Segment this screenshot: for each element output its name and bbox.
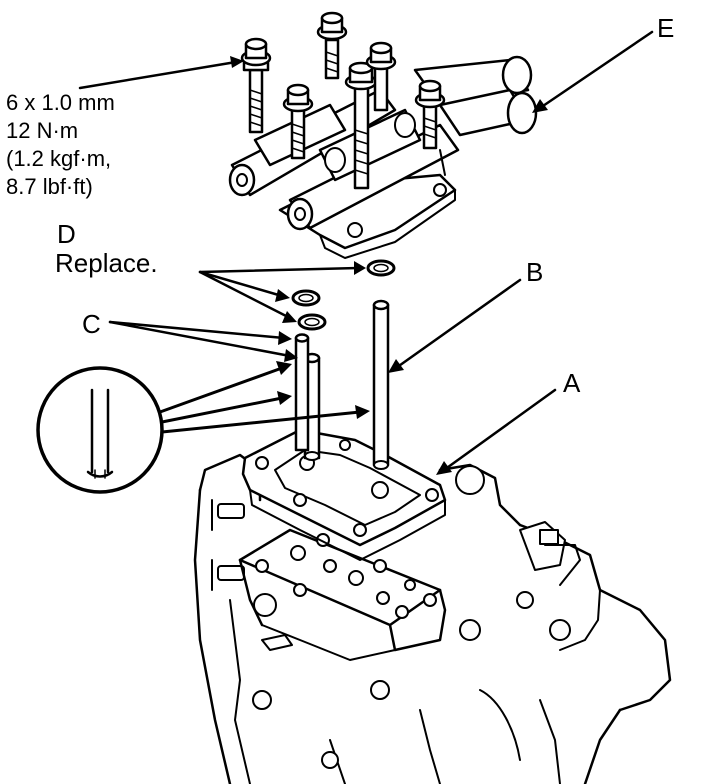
gasket-A — [241, 428, 447, 561]
label-C: C — [82, 309, 101, 339]
bolt-3 — [282, 83, 314, 160]
torque-spec-line3: (1.2 kgf·m, — [6, 146, 111, 171]
leader-lines — [78, 30, 654, 475]
bolt-4 — [344, 61, 378, 190]
shift-solenoid-assembly-E — [228, 55, 538, 259]
torque-spec-line2: 12 N·m — [6, 118, 78, 143]
bolt-5 — [365, 41, 397, 112]
transmission-housing — [193, 453, 672, 784]
label-B: B — [526, 257, 543, 287]
bolt-6 — [414, 79, 446, 150]
o-rings-D — [291, 259, 396, 331]
valve-body-plate — [238, 528, 447, 661]
pipe-end-detail-view — [36, 366, 164, 494]
bolt-1 — [240, 37, 272, 134]
label-A: A — [563, 368, 581, 398]
label-replace: Replace. — [55, 248, 158, 278]
label-E: E — [657, 13, 674, 43]
torque-spec-line4: 8.7 lbf·ft) — [6, 174, 93, 199]
torque-spec-line1: 6 x 1.0 mm — [6, 90, 115, 115]
pipe-B — [372, 299, 390, 470]
label-D: D — [57, 219, 76, 249]
pipe-C-rear — [294, 333, 310, 452]
bolt-2 — [316, 11, 348, 80]
